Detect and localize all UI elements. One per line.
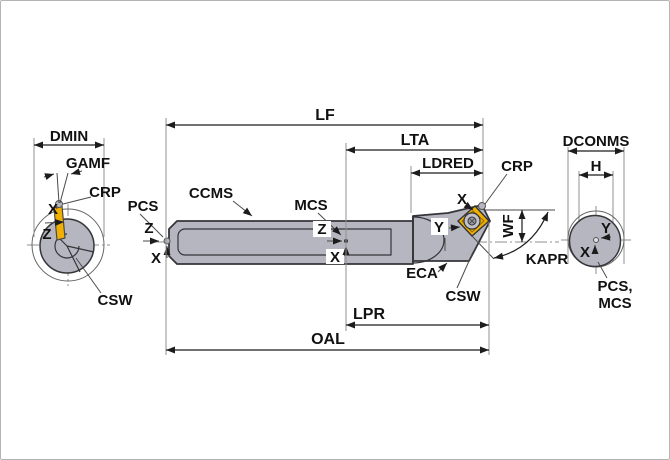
y-axis-tip-arrow [448,224,461,232]
y-axis-rear-arrow [600,233,612,241]
x-axis-tip-arrow [463,201,474,211]
kapr-label: KAPR [526,251,569,268]
ccms-label: CCMS [189,185,233,202]
gamf-label: GAMF [66,155,110,172]
x-axis-mcs-label: X [330,249,340,266]
neck-dome-arc [412,216,445,264]
pcs-mcs-label-line1: PCS, [597,278,632,295]
crp-right-pointer [484,173,508,205]
kapr-arc [493,211,549,260]
y-axis-rear-label: Y [601,220,611,237]
pcs-mcs-pointer [597,261,608,279]
lpr-label: LPR [353,306,385,323]
dconms-extension-lines [567,147,625,264]
x-axis-tip-label: X [457,191,467,208]
shank-inner-outline [177,228,392,256]
side-view: X Y CRP ECA CSW PCS Z X CCMS MCS Z X WF [128,107,569,355]
x-axis-pcs-label: X [151,250,161,267]
oal-label: OAL [311,331,345,348]
wf-label: WF [500,214,517,237]
eca-pointer [437,262,448,273]
gamf-arrow-left [43,173,55,180]
pcs-mcs-label-line2: MCS [598,295,631,312]
x-mcs-box [326,249,344,264]
z-axis-pcs-label: Z [144,220,153,237]
dmin-extension-lines [33,138,105,237]
rear-center-point [593,237,599,243]
ccms-pointer [232,200,253,217]
y-axis-tip-label: Y [434,219,444,236]
csw-left-pointer [75,257,102,294]
z-axis-mcs-label: Z [317,221,326,238]
gamf-arrow-right [70,168,83,176]
y-label-box [431,218,448,235]
dmin-label: DMIN [50,128,88,145]
csw-right-pointer [456,251,474,289]
csw-right-label: CSW [446,288,482,305]
corner-radius-point-right [478,202,486,210]
h-label: H [591,158,602,175]
z-mcs-box [313,221,331,237]
pcs-origin-point [163,237,171,245]
crp-left-label: CRP [89,184,121,201]
cutting-edge-extension [471,235,495,260]
pcs-pointer [139,213,164,238]
front-section-view: DMIN GAMF CRP X Z CSW [27,128,133,309]
z-axis-left-label: Z [42,226,51,243]
pcs-label: PCS [128,198,159,215]
gamf-angle-lines [56,172,69,204]
x-axis-rear-label: X [580,244,590,261]
crp-left-pointer [62,196,92,205]
crp-right-label: CRP [501,158,533,175]
lta-label: LTA [401,132,430,149]
csw-left-label: CSW [98,292,134,309]
mcs-label: MCS [294,197,327,214]
screw-cross-slots [468,217,476,225]
shank-body [168,220,414,265]
rear-end-view: DCONMS H Y X PCS, MCS [561,133,633,312]
outer-diameter-circle [31,208,105,282]
x-axis-left-pointer [55,205,58,210]
z-axis-left-arrow [44,218,65,226]
x-axis-left-label: X [48,201,58,218]
ldred-label: LDRED [422,155,474,172]
dconms-label: DCONMS [563,133,630,150]
eca-label: ECA [406,265,438,282]
lf-label: LF [315,107,335,124]
